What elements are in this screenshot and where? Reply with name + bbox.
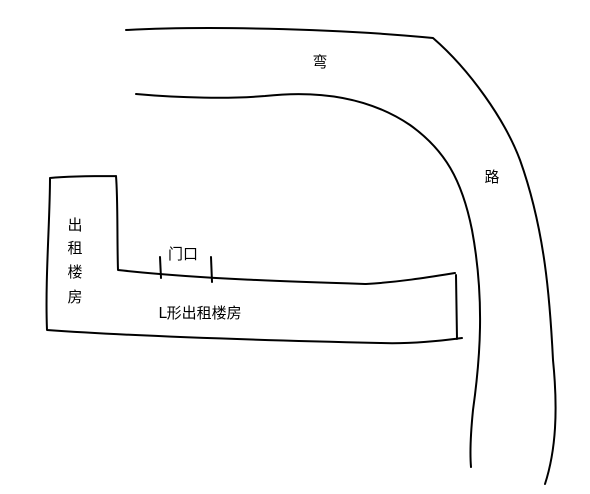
entrance-mark-left <box>159 256 162 279</box>
road-label-top: 弯 <box>312 53 327 71</box>
building-vertical-char-3: 楼 <box>67 263 82 281</box>
building-vertical-char-1: 出 <box>67 216 82 234</box>
road-inner-edge <box>135 93 482 468</box>
building-label: L形出租楼房 <box>158 304 241 322</box>
entrance-label: 门口 <box>168 245 198 263</box>
building-vertical-char-2: 租 <box>67 239 82 257</box>
road-label-side: 路 <box>484 168 499 186</box>
building-vertical-char-4: 房 <box>67 288 82 306</box>
building-outline <box>45 175 463 345</box>
entrance-mark-right <box>210 256 213 283</box>
road-outer-edge <box>125 27 557 485</box>
